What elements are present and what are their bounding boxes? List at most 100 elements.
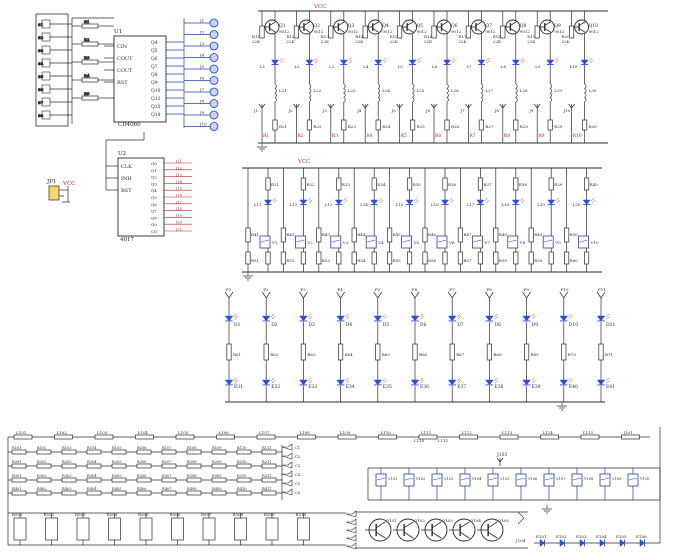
transistor-icon [398,19,418,35]
wire [399,103,403,109]
inductor-icon [480,83,484,103]
switch-label: V6 [448,240,455,245]
chip-4017-pin-label: CO [151,229,158,234]
wire [269,28,276,33]
led-label: D5 [383,322,390,328]
wire [344,199,348,204]
output-terminal-icon [209,122,219,131]
ladder-top-label: L107 [259,430,270,435]
resistor-icon [548,177,554,191]
transistor-icon [536,19,555,35]
cd4060-pin-label: Q7 [151,64,158,70]
wire [417,59,422,64]
wire-label: J16 [175,194,182,198]
terminal-arrow-icon [281,452,293,460]
cd4060-pin-label: Q12 [151,96,161,102]
wire [520,57,524,62]
double-led-columns: P1D1R61E31P2D2R62E32P3D3R63E33P4D4R64E34… [224,287,615,411]
resistor-icon [261,449,277,455]
wire [375,521,386,529]
resistor-label: R22 [313,124,322,129]
header-pin-label: S2 [38,35,44,40]
chip-4017-name: 4017 [120,237,134,243]
led-icon [339,59,348,65]
wire [431,521,442,529]
led-label: E40 [569,384,578,390]
transistor-label: Q7 [485,23,492,29]
led-label: E35 [383,384,392,390]
transistor-icon [433,19,452,35]
net-label: R10 [573,133,582,139]
resistor-label: R54 [357,258,366,263]
wire [488,477,498,481]
ladder-resistor-label: R211 [262,460,272,464]
inductor-label: L30 [589,88,597,93]
ladder-resistor-label: R306 [137,474,147,478]
wire [375,531,386,539]
led-icon [410,379,420,386]
transistor-part-label: 9012 [520,29,531,34]
led-label: L8 [501,64,507,69]
resistor-icon [61,463,77,469]
led-label: D7 [457,322,464,328]
resistor-icon [76,517,90,541]
wire [441,21,448,26]
ladder-top-label: J101 [623,430,633,435]
terminal-label: C3 [295,464,301,468]
resistor-icon [136,449,152,455]
wire [578,28,586,33]
resistor-label: R13 [321,34,330,39]
wire [396,103,400,109]
resistor-label: R27 [485,124,494,129]
resistor-label: R4 [84,73,90,78]
led-label: L18 [502,202,510,207]
resistor-label: R23 [348,124,357,129]
chip-4017-pin-label: Q2 [151,175,157,180]
led-icon [579,538,585,548]
resistor-icon [477,177,483,191]
antenna-label: J5 [391,108,397,113]
antenna-label: J6 [425,108,431,113]
wire [270,313,275,318]
header-pin-label: S4 [38,61,44,66]
resistor-label: R34 [377,182,386,187]
wire [308,199,313,204]
transistor-part-label: 9012 [485,29,496,34]
wire [382,377,386,382]
input-label: P8 [486,287,492,292]
led-label: E39 [532,384,541,390]
led-label: D10 [569,322,578,328]
ladder-resistor-label: R310 [237,474,247,478]
inductor-label: L29 [554,88,562,93]
resistor-icon [410,119,416,131]
output-terminal-icon [209,41,219,51]
inductor-icon [343,83,346,103]
resistor-label: R48 [499,232,508,237]
led-icon [559,538,565,548]
switch-label: V104 [471,477,482,481]
resistor-label: R65 [382,352,391,357]
net-label: R4 [366,133,372,139]
cd4060-pin-label: Q4 [151,40,158,46]
led-icon [539,538,545,548]
resistor-icon [431,25,437,39]
resistor-label: R39 [554,182,563,187]
led-switch-columns: R31L11R41V1R51R32L12R42V2R52R33L13R43V3R… [243,168,599,281]
ladder-resistor-label: R202 [37,460,47,464]
cd4060-pin-label: COUT [117,68,133,74]
wire [569,379,573,384]
wire [430,103,435,109]
chip-4017-pin-label: RST [121,188,132,194]
ladder-resistor-label: R508 [233,512,244,517]
led-label: L16 [431,202,439,207]
wire [420,379,424,384]
ground-icon [542,505,552,514]
output-terminal-icon [209,30,219,39]
ladder-resistor-label: R502 [44,512,55,517]
wire [367,239,376,243]
resistor-icon [211,463,227,469]
